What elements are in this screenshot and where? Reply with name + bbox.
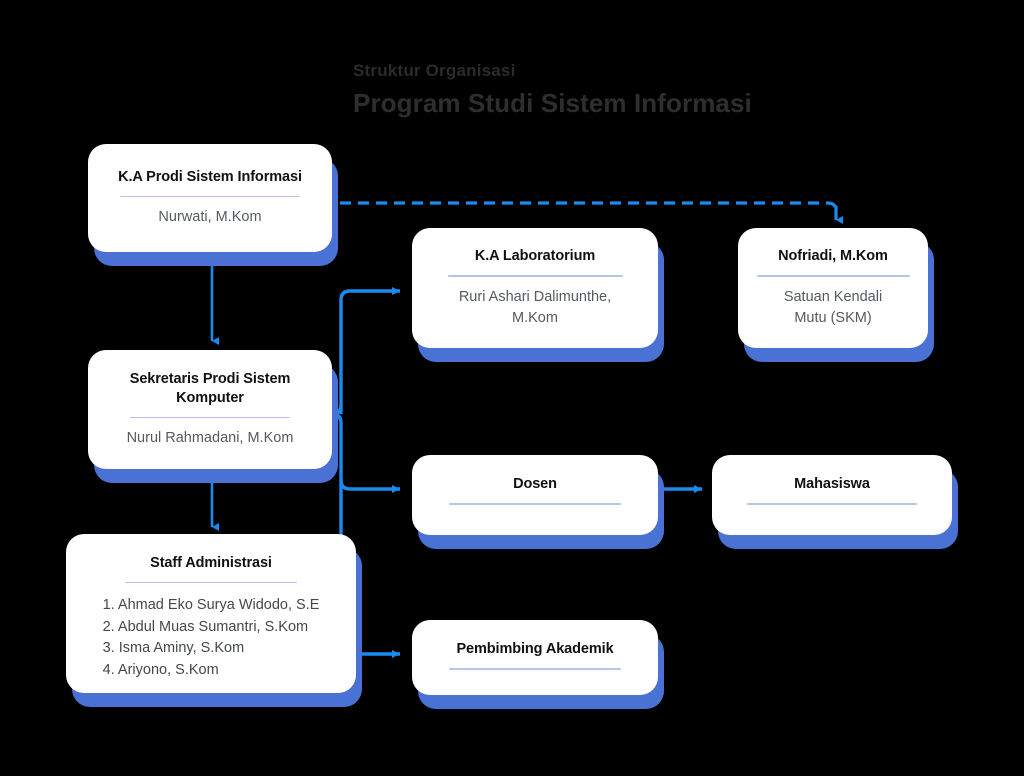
list-item: Abdul Muas Sumantri, S.Kom	[117, 618, 309, 635]
card-body: Sekretaris Prodi Sistem Komputer Nurul R…	[88, 350, 332, 469]
staff-member-list: Ahmad Eko Surya Widodo, S.E Abdul Muas S…	[103, 595, 320, 681]
node-dosen[interactable]: Dosen	[412, 455, 664, 549]
list-item: Ariyono, S.Kom	[117, 661, 219, 678]
card-body: K.A Prodi Sistem Informasi Nurwati, M.Ko…	[88, 144, 332, 252]
wire-branch-to-dosen	[339, 479, 400, 493]
card-subtitle: Nurul Rahmadani, M.Kom	[126, 430, 294, 447]
page-title: Program Studi Sistem Informasi	[353, 88, 752, 118]
card-divider	[130, 416, 290, 419]
card-title: Mahasiswa	[794, 476, 870, 492]
wire-trunk-upper	[339, 287, 400, 414]
card-title: K.A Laboratorium	[474, 248, 596, 265]
card-body: Mahasiswa	[712, 455, 952, 535]
chart-heading: Struktur Organisasi Program Studi Sistem…	[353, 60, 873, 120]
node-laboratorium[interactable]: K.A Laboratorium Ruri Ashari Dalimunthe,…	[412, 228, 664, 362]
list-item: Isma Aminy, S.Kom	[118, 640, 245, 656]
card-title: Nofriadi, M.Kom	[778, 248, 888, 265]
wire-kaprodi-to-skm	[340, 201, 838, 212]
card-body: K.A Laboratorium Ruri Ashari Dalimunthe,…	[412, 228, 658, 348]
node-staff-administrasi[interactable]: Staff Administrasi Ahmad Eko Surya Widod…	[66, 534, 362, 707]
card-divider	[449, 503, 621, 505]
heading-eyebrow: Struktur Organisasi	[353, 61, 516, 80]
node-pembimbing-akademik[interactable]: Pembimbing Akademik	[412, 620, 664, 709]
node-mahasiswa[interactable]: Mahasiswa	[712, 455, 958, 549]
node-kaprodi[interactable]: K.A Prodi Sistem Informasi Nurwati, M.Ko…	[88, 144, 338, 266]
card-title: K.A Prodi Sistem Informasi	[118, 168, 302, 185]
card-body: Staff Administrasi Ahmad Eko Surya Widod…	[66, 534, 356, 693]
card-divider	[756, 275, 910, 277]
card-subtitle: Ruri Ashari Dalimunthe, M.Kom	[458, 288, 612, 326]
card-title: Dosen	[513, 476, 557, 492]
node-sekretaris[interactable]: Sekretaris Prodi Sistem Komputer Nurul R…	[88, 350, 338, 483]
card-divider	[449, 668, 621, 670]
card-divider	[125, 582, 297, 583]
card-subtitle: Nurwati, M.Kom	[158, 209, 262, 226]
card-subtitle: Satuan Kendali Mutu (SKM)	[783, 288, 883, 326]
card-title: Pembimbing Akademik	[456, 641, 614, 657]
card-title: Sekretaris Prodi Sistem Komputer	[129, 370, 291, 406]
card-body: Pembimbing Akademik	[412, 620, 658, 695]
card-divider	[747, 503, 917, 505]
card-divider	[447, 275, 623, 277]
card-body: Dosen	[412, 455, 658, 535]
list-item: Ahmad Eko Surya Widodo, S.E	[117, 597, 320, 613]
card-divider	[120, 195, 300, 198]
card-body: Nofriadi, M.Kom Satuan Kendali Mutu (SKM…	[738, 228, 928, 348]
node-skm[interactable]: Nofriadi, M.Kom Satuan Kendali Mutu (SKM…	[738, 228, 934, 362]
card-title: Staff Administrasi	[150, 555, 272, 571]
